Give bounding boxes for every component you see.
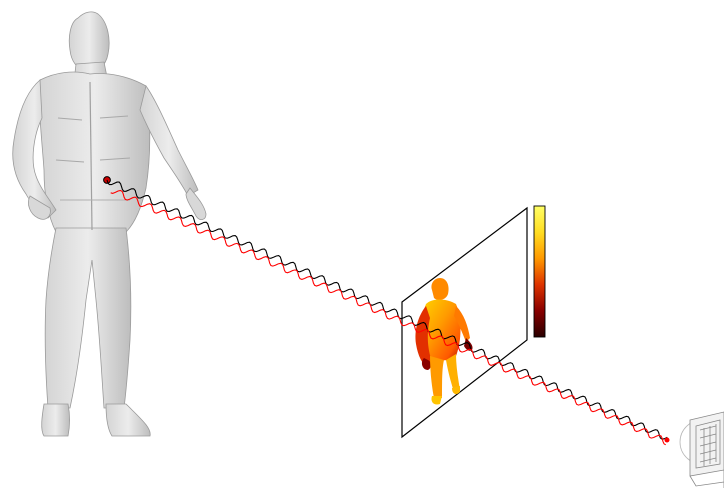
ray-end-point [665,438,670,443]
ray-black [107,180,667,439]
ray-red [111,191,666,445]
depth-colorbar [534,206,545,337]
projection-rays [107,180,667,445]
person-mesh [13,12,206,436]
camera-icon [680,412,724,488]
